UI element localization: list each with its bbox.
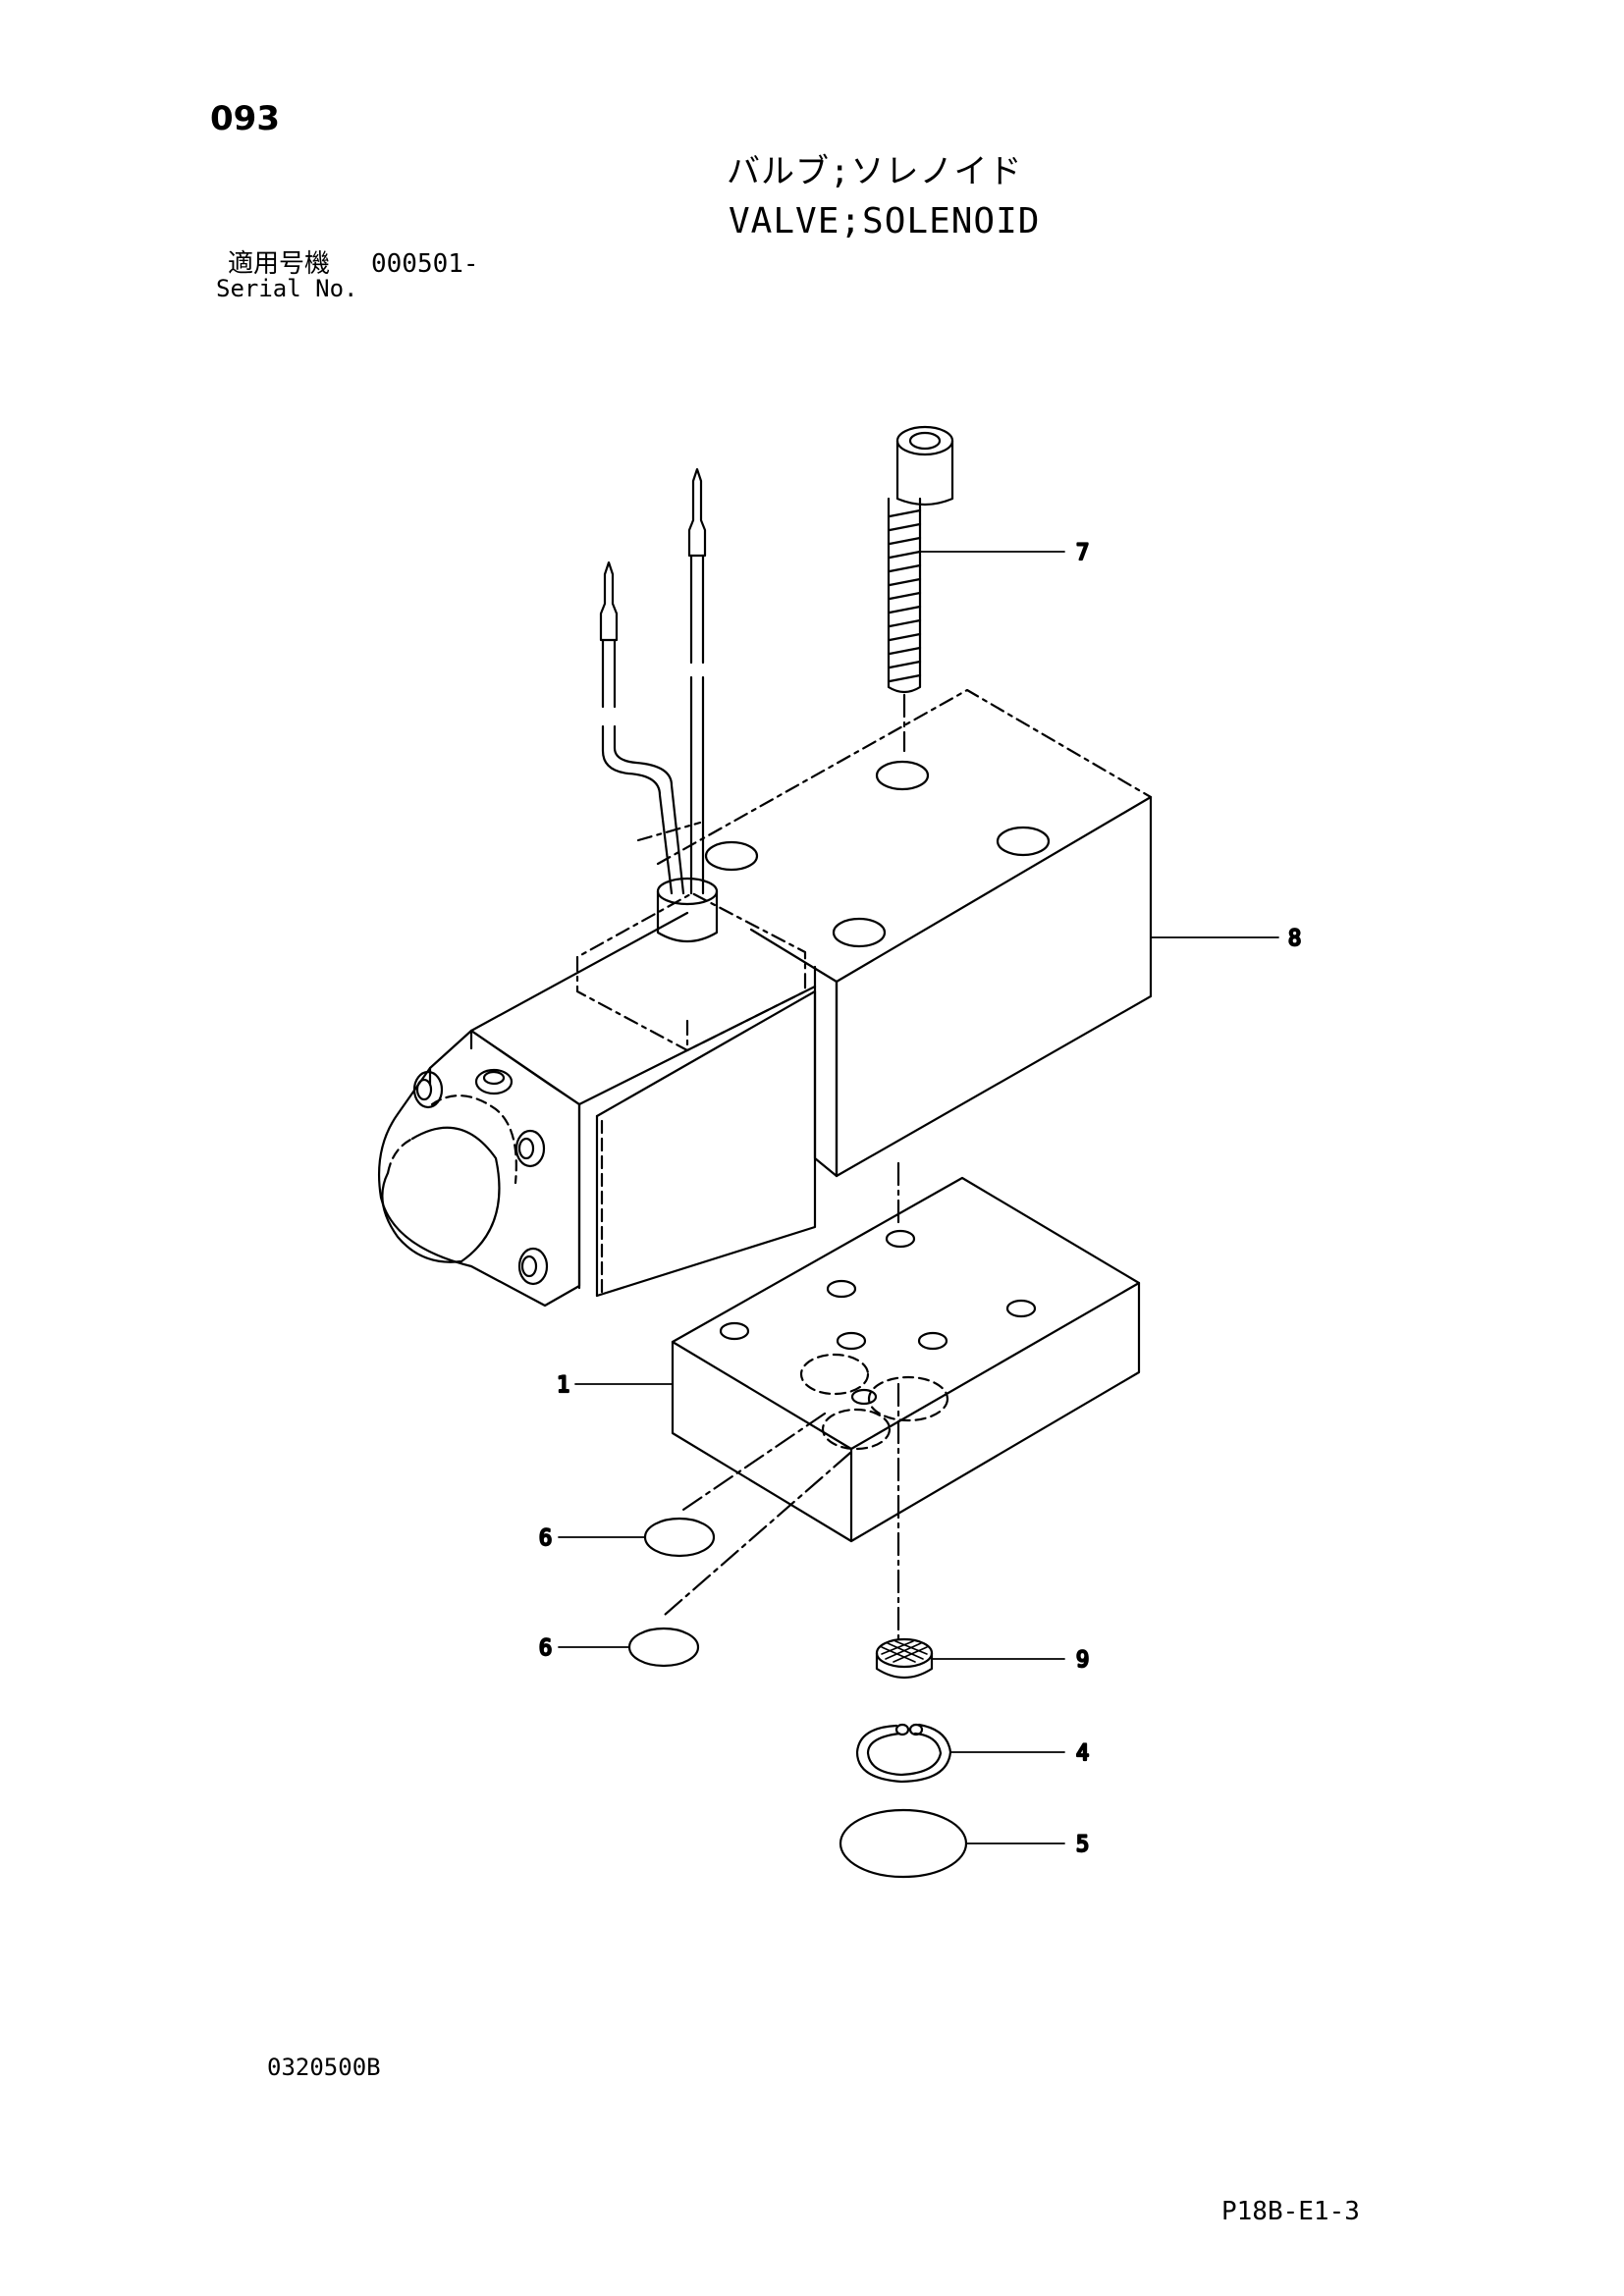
o-rings-part-6 [627,1517,716,1668]
solenoid-valve-part-8 [378,467,1153,1308]
filter-part-9 [875,1637,934,1680]
title-english: VALVE;SOLENOID [729,201,1041,241]
figure-code: 0320500B [267,2054,381,2081]
snap-ring-part-4 [855,1723,952,1784]
callout-1: 1 [557,1373,569,1398]
leader-lines [558,551,1279,1844]
title-japanese: バルブ;ソレノイド [727,152,1023,191]
callout-6-lower: 6 [539,1636,552,1661]
end-cap-bolts [412,1068,549,1286]
cap-screw-part-7 [887,425,954,753]
callout-6-upper: 6 [539,1526,552,1551]
callout-9: 9 [1076,1648,1089,1673]
ring-part-5 [839,1808,968,1879]
serial-label-english: Serial No. [216,275,358,302]
callout-8: 8 [1288,927,1301,951]
callout-7: 7 [1076,541,1089,565]
serial-label-japanese: 適用号機 [228,249,331,279]
callout-5: 5 [1076,1833,1089,1857]
page-number: 093 [210,99,280,138]
sheet-code: P18B-E1-3 [1221,2197,1360,2226]
base-plate-part-1 [663,1176,1141,1646]
callout-4: 4 [1076,1741,1089,1766]
serial-number-range: 000501- [371,249,479,279]
lead-wires [599,467,707,895]
